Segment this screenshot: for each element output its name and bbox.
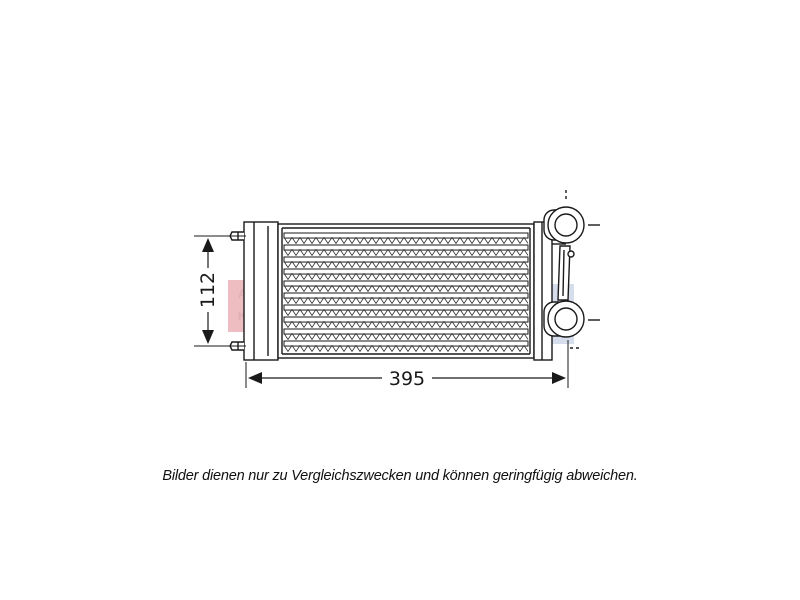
core-fin	[283, 332, 529, 341]
core-fin	[283, 284, 529, 293]
left-end-tank	[229, 221, 279, 361]
core-fin-rows	[283, 232, 529, 353]
core-fin	[283, 320, 529, 329]
watermark-letter-k: K	[238, 309, 247, 323]
pipe-bracket	[557, 245, 575, 301]
core-tube	[283, 268, 529, 275]
core-tube	[283, 328, 529, 335]
disclaimer-caption: Bilder dienen nur zu Vergleichszwecken u…	[162, 468, 638, 484]
core-tube	[283, 340, 529, 347]
dimension-height-label: 112	[197, 272, 219, 308]
core-fin	[283, 260, 529, 269]
watermark-letter-a: A	[238, 287, 247, 301]
core-fin	[283, 344, 529, 353]
core-tube	[283, 256, 529, 263]
radiator-core	[277, 223, 535, 359]
dimension-width-label: 395	[389, 368, 425, 390]
core-fin	[283, 308, 529, 317]
core-tube	[283, 304, 529, 311]
core-tube	[283, 244, 529, 251]
height-label-background	[196, 268, 220, 312]
core-fin	[283, 272, 529, 281]
core-tube	[283, 280, 529, 287]
lower-pipe-connection	[543, 300, 600, 349]
core-fin	[283, 296, 529, 305]
width-label-background	[382, 368, 432, 388]
core-fin	[283, 236, 529, 245]
right-end-tank	[533, 221, 553, 361]
upper-pipe-connection	[543, 190, 600, 245]
core-tube	[283, 232, 529, 239]
core-tube	[283, 316, 529, 323]
core-fin	[283, 248, 529, 257]
core-tube	[283, 292, 529, 299]
